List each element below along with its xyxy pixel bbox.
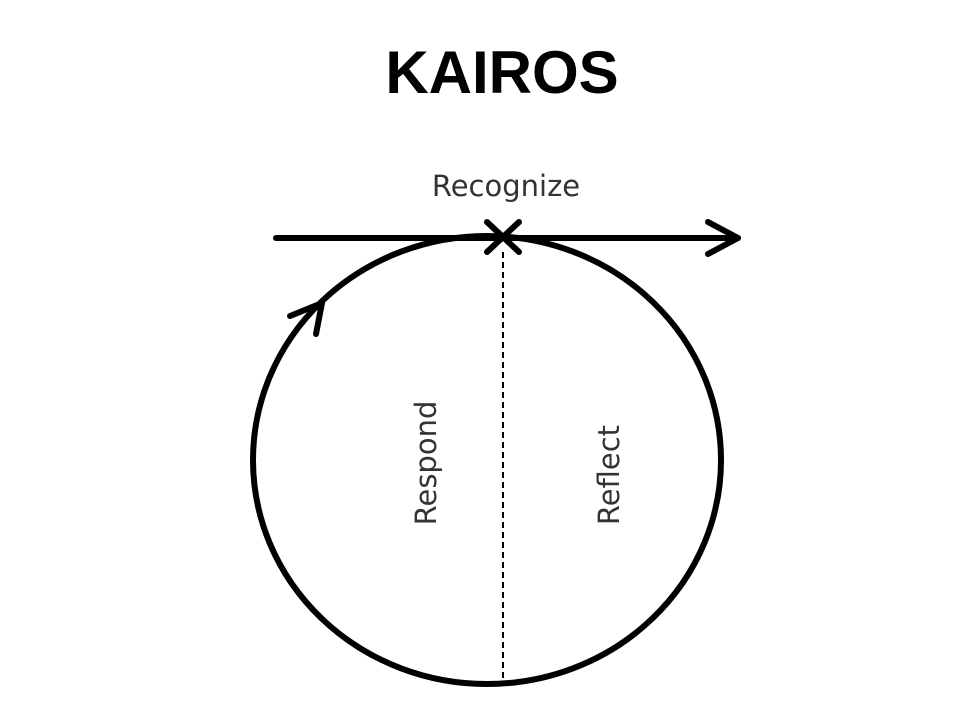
timeline-arrowhead xyxy=(705,219,741,257)
recognize-x-mark xyxy=(484,219,522,255)
cycle-direction-arrowhead xyxy=(287,300,325,337)
respond-label: Respond xyxy=(409,401,443,526)
reflect-label: Reflect xyxy=(592,425,626,525)
recognize-label: Recognize xyxy=(432,169,580,203)
slide-title: KAIROS xyxy=(385,39,619,106)
